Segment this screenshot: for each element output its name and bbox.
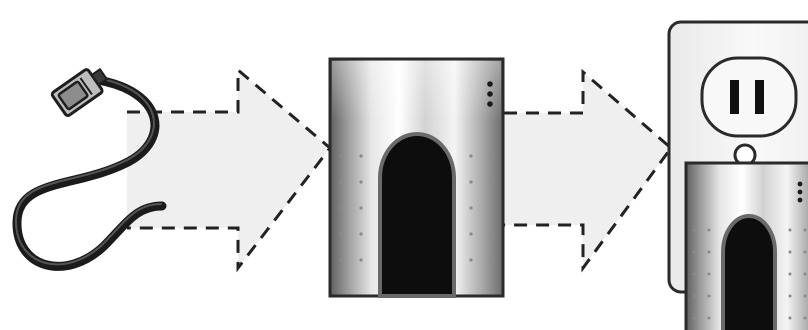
connector-arrow-1 [127,70,330,268]
outlet-slot-right [755,80,764,114]
powerline-adapter-icon [330,59,503,296]
wall-outlet-icon [669,22,808,330]
plugged-adapter [686,163,808,330]
plugged-adapter-led-dots [798,182,803,203]
adapter-port-opening [380,134,454,296]
connector-arrow-2 [504,72,671,268]
rj45-connector [51,63,111,117]
outlet-slot-left [730,80,739,114]
status-led-dots [487,81,493,107]
outlet-socket-face [702,58,796,136]
arrow-fill [504,72,671,268]
arrow-fill [127,70,330,268]
plugged-adapter-port-opening [723,216,775,330]
